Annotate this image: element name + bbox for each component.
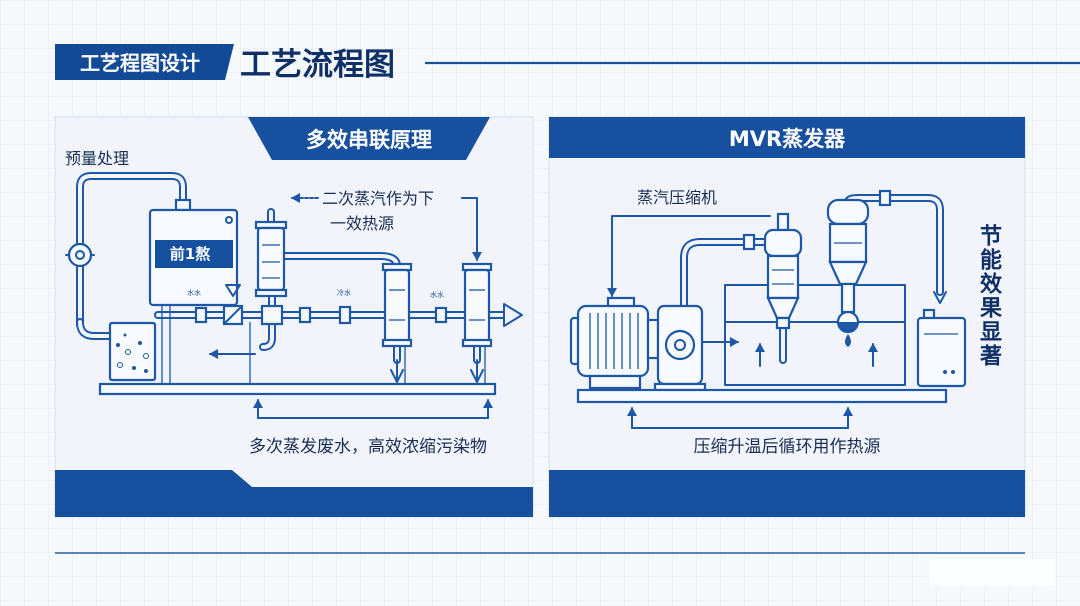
right-panel: MVR蒸发器 蒸汽压缩机 [548, 116, 1026, 518]
first-effect-tank: 前1熬 [148, 198, 239, 307]
vapor-return-arrow [933, 291, 947, 304]
tank-label-box [155, 240, 233, 268]
column-junction [260, 304, 284, 326]
pump-outlet-pipe [680, 238, 770, 310]
evaporator-frame [724, 284, 906, 386]
page-title: 工艺流程图 [240, 47, 395, 83]
right-panel-title: MVR蒸发器 [729, 127, 846, 151]
right-panel-footer-band [549, 470, 1025, 517]
pipe-valve-1 [298, 306, 312, 324]
steam-note-line1: 二次蒸汽作为下 [322, 189, 434, 208]
heat-recovery-boiler [916, 308, 967, 388]
corner-patch [930, 559, 1055, 586]
energy-saving-note: 节能效果显著 [976, 224, 1001, 368]
steam-to-next-effect-arrow [461, 197, 482, 261]
preheater-column [254, 220, 288, 298]
compressor-label: 蒸汽压缩机 [637, 188, 717, 207]
tank-label: 前1熬 [170, 245, 210, 263]
left-panel-title: 多效串联原理 [306, 128, 432, 152]
left-equipment-base [98, 382, 497, 396]
left-return-bracket [253, 399, 493, 419]
pipe-label: 水水 [187, 288, 201, 297]
feed-loop-pipe [76, 172, 187, 329]
mixing-valve [222, 304, 244, 326]
left-panel-caption: 多次蒸发废水，高效浓缩污染物 [249, 437, 487, 457]
pipe-label: 水水 [430, 290, 444, 299]
circulation-pump-icon [65, 242, 95, 268]
pipe-valve-3 [434, 306, 448, 324]
second-effect-evaporator [381, 262, 413, 348]
condensate-arrow-down [470, 359, 484, 383]
vapor-return-valve [878, 189, 892, 207]
funnel-icon [225, 284, 241, 297]
pretreatment-filter [108, 321, 157, 382]
pump-outlet-valve [742, 233, 756, 251]
header-tag-background [55, 44, 234, 80]
pretreatment-label: 预量处理 [65, 149, 129, 168]
vapor-pump [653, 304, 707, 392]
compressor-callout-line [607, 215, 771, 297]
pipe-label: 冷水 [337, 288, 351, 297]
steam-note-line2: 一效热源 [330, 214, 394, 233]
left-panel: 多效串联原理 预量处理 [54, 116, 534, 518]
header-tag-text: 工艺程图设计 [80, 51, 200, 75]
dosing-line-pipe [76, 318, 114, 340]
condensate-drop-icon [845, 334, 851, 347]
right-panel-title-banner [549, 117, 1025, 158]
pipe-valve-2 [338, 305, 352, 325]
inlet-valve [194, 306, 208, 324]
left-panel-footer-band [55, 470, 533, 517]
right-panel-caption: 压缩升温后循环用作热源 [694, 437, 881, 457]
header: 工艺程图设计 工艺流程图 [55, 44, 1080, 83]
outlet-arrow [503, 303, 523, 327]
condensate-arrow-down [390, 359, 404, 383]
steam-compressor [763, 212, 803, 330]
right-equipment-base [576, 388, 948, 404]
right-return-bracket [627, 407, 853, 429]
left-panel-title-banner [248, 117, 490, 160]
vapor-separator [826, 198, 870, 347]
drive-motor [569, 296, 650, 390]
column-bottom-pipe [259, 290, 276, 351]
third-effect-evaporator [461, 262, 493, 348]
shaft-coupling [646, 318, 660, 360]
